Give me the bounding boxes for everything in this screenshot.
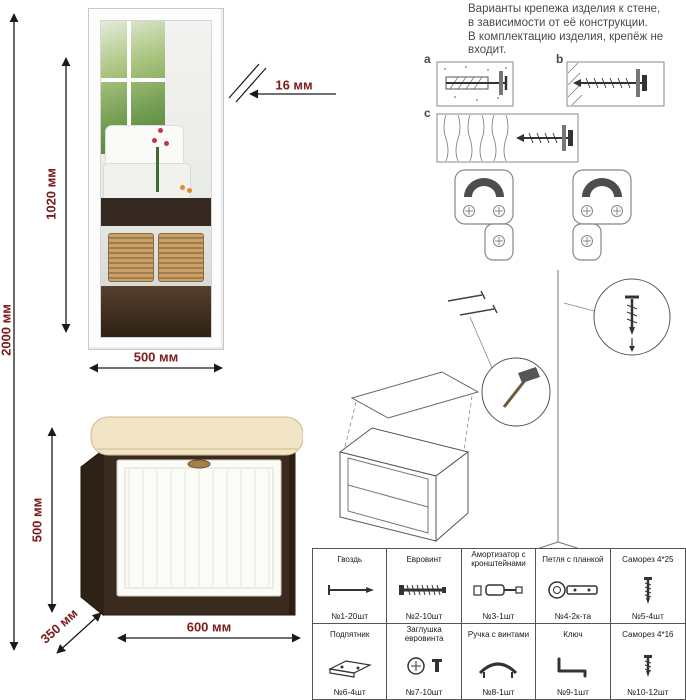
exploded-guides <box>343 395 473 452</box>
hex-key-icon <box>545 644 601 687</box>
hardware-cell-screw-4x16: Саморез 4*16 №10-12шт <box>611 624 685 699</box>
hardware-count: №9-1шт <box>556 687 589 697</box>
hardware-cell-handle: Ручка с винтами №8-1шт <box>462 624 537 699</box>
note-line: входит. <box>468 44 507 57</box>
hardware-cell-damper: Амортизатор с кронштейнами №3-1шт <box>461 549 537 624</box>
foot-pad-icon <box>322 644 378 687</box>
mirror-thickness-label: 16 мм <box>275 77 313 93</box>
exploded-top-panel <box>350 371 480 419</box>
hardware-cell-hinge: Петля с планкой №4-2к-та <box>536 549 611 624</box>
bench-depth-label: 350 мм <box>37 605 81 647</box>
hardware-cell-screw-4x25: Саморез 4*25 №5-4шт <box>610 549 685 624</box>
fastening-diagram-b <box>566 61 665 107</box>
screw-long-icon <box>620 569 676 611</box>
cabinet-carcass <box>338 427 470 543</box>
assembly-diagrams <box>338 61 671 555</box>
nail-icon <box>322 569 378 611</box>
magnified-screw-icon <box>625 295 639 352</box>
hardware-count: №4-2к-та <box>554 611 592 621</box>
mirror-height-label: 1020 мм <box>43 168 59 220</box>
mirror-width-label: 500 мм <box>133 349 179 365</box>
overall-height-label: 2000 мм <box>0 304 14 356</box>
reflection-basket <box>107 232 154 283</box>
hardware-count: №5-4шт <box>631 611 664 621</box>
shoe-bench-illustration <box>80 416 303 617</box>
hardware-cell-nail: Гвоздь №1-20шт <box>313 549 388 624</box>
hardware-count: №6-4шт <box>333 687 366 697</box>
hardware-name: Саморез 4*25 <box>622 554 674 564</box>
hardware-cell-euroscrew: Евровинт №2-10шт <box>387 549 462 624</box>
mounting-plate-left <box>454 169 514 261</box>
note-line: Варианты крепежа изделия к стене, <box>468 3 661 15</box>
reflection-fruit <box>186 188 192 194</box>
mounting-plate-right <box>572 169 632 261</box>
fastening-label-a: a <box>424 52 431 66</box>
damper-icon <box>470 569 526 611</box>
reflection-flowers-stem <box>156 147 159 192</box>
hardware-name: Ключ <box>563 629 583 639</box>
mirror-illustration <box>88 8 224 350</box>
reflection-fruit <box>180 185 186 191</box>
window-mullion <box>101 77 165 82</box>
hardware-name: Петля с планкой <box>542 554 604 564</box>
bench-door <box>116 459 282 597</box>
door-handle <box>187 459 211 469</box>
hardware-name: Заглушка евровинта <box>404 625 444 643</box>
screw-short-icon <box>620 644 676 687</box>
hardware-count: №3-1шт <box>482 611 515 621</box>
hardware-count: №7-10шт <box>405 687 443 697</box>
bench-height-label: 500 мм <box>29 497 45 543</box>
handle-icon <box>470 644 526 687</box>
hardware-name: Евровинт <box>406 554 442 564</box>
hinge-icon <box>545 569 601 611</box>
euro-screw-icon <box>396 569 452 611</box>
reflection-flower <box>151 137 157 143</box>
bench-body <box>102 449 296 616</box>
hardware-cell-footpad: Подпятник №6-4шт <box>313 624 388 699</box>
fastening-label-c: c <box>424 106 431 120</box>
hardware-name: Подпятник <box>329 629 370 639</box>
bench-door-grooves <box>128 470 270 586</box>
corner-wall-lines <box>516 270 602 555</box>
reflection-flower <box>163 141 169 147</box>
note-line: В комплектацию изделия, крепёж не <box>468 30 664 43</box>
reflection-floor <box>101 286 211 337</box>
hardware-name: Саморез 4*16 <box>622 629 674 639</box>
hammer-detail-circle <box>469 316 551 427</box>
reflection-basket <box>158 232 205 283</box>
bench-side-panel <box>80 448 104 617</box>
fastening-label-b: b <box>556 52 564 66</box>
hardware-cell-key: Ключ №9-1шт <box>536 624 611 699</box>
reflection-flower <box>158 128 164 134</box>
hardware-name: Амортизатор с кронштейнами <box>471 550 526 568</box>
hardware-count: №2-10шт <box>405 611 443 621</box>
screw-detail-circle <box>563 278 671 356</box>
thickness-tick-2 <box>235 67 267 103</box>
bench-body-shade <box>289 450 295 615</box>
window-mullion <box>127 21 132 154</box>
fastening-diagram-c <box>436 113 579 163</box>
bench-door-frame <box>124 467 274 589</box>
cap-icon <box>396 644 452 687</box>
bench-width-label: 600 мм <box>186 619 232 635</box>
hardware-name: Гвоздь <box>337 554 363 564</box>
hardware-count: №1-20шт <box>331 611 369 621</box>
hardware-table: Гвоздь №1-20шт Евровинт <box>312 548 686 700</box>
wall-mount-note: Варианты крепежа изделия к стене, в зави… <box>468 3 684 58</box>
hardware-count: №8-1шт <box>482 687 515 697</box>
wall-screws <box>447 290 498 316</box>
fastening-diagram-a <box>436 61 514 107</box>
hardware-count: №10-12шт <box>627 687 669 697</box>
thickness-tick-1 <box>228 63 260 99</box>
hardware-cell-cap: Заглушка евровинта №7-10шт <box>387 624 462 699</box>
reflection-table <box>101 197 211 227</box>
bench-cushion <box>90 416 303 456</box>
note-line: в зависимости от её конструкции. <box>468 16 648 29</box>
hammer-icon <box>518 367 540 383</box>
mirror-glass <box>100 20 212 338</box>
hardware-name: Ручка с винтами <box>467 629 530 639</box>
